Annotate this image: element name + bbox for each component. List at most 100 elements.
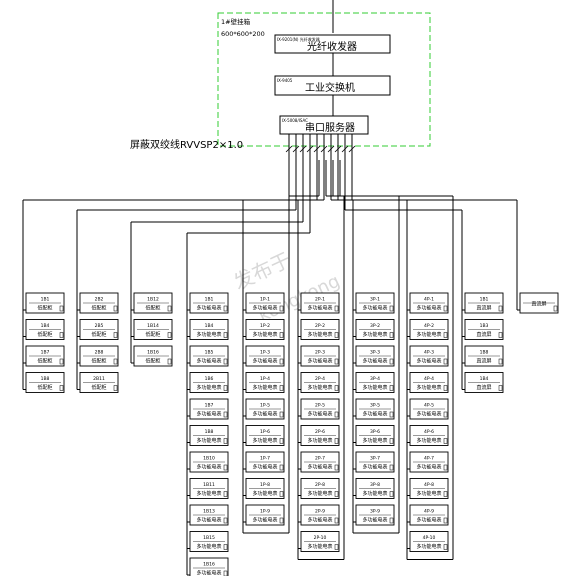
device-id: 3P-7 <box>370 456 380 462</box>
device-id: 2P-1 <box>315 297 325 303</box>
device-terminal <box>223 358 228 365</box>
device-id: 3P-8 <box>370 482 380 488</box>
device-id: 3P-3 <box>370 350 380 356</box>
device-id: 1B4 <box>205 323 214 329</box>
device-name: 多功能电表 <box>416 358 441 365</box>
device-terminal <box>334 517 339 524</box>
device-name: 低配柜 <box>37 384 52 391</box>
device-id: 1B6 <box>205 376 214 382</box>
device-terminal <box>279 491 284 497</box>
device-id: 1B8 <box>480 350 489 356</box>
device-name: 多功能电表 <box>252 305 277 312</box>
industrial-switch-model: IX-9405 <box>277 78 293 83</box>
device-id: 1B12 <box>147 297 159 303</box>
fiber-transceiver-label: 光纤收发器 <box>307 40 357 53</box>
device-id: 3P-4 <box>370 376 380 382</box>
watermark-cn: 发布于 <box>230 247 295 294</box>
cable-shield-tick <box>341 145 349 153</box>
device-terminal <box>223 544 228 550</box>
device-id: 1P-5 <box>260 403 270 409</box>
device-id: 2B5 <box>95 323 104 329</box>
device-name: 多功能电表 <box>307 411 332 418</box>
device-id: 4P-6 <box>424 429 434 435</box>
device-id: 2P-9 <box>315 509 325 515</box>
device-terminal <box>389 517 394 524</box>
device-name: 多功能电表 <box>196 490 221 497</box>
device-terminal <box>279 438 284 444</box>
device-id: 2P-6 <box>315 429 325 435</box>
device-terminal <box>223 517 228 524</box>
device-id: 3P-5 <box>370 403 380 409</box>
device-name: 多功能电表 <box>416 384 441 391</box>
device-terminal <box>167 305 172 312</box>
device-id: 4P-8 <box>424 482 434 488</box>
device-terminal <box>223 305 228 312</box>
device-name: 多功能电表 <box>416 490 441 497</box>
device-name: 多功能电表 <box>196 358 221 365</box>
device-terminal <box>113 385 118 391</box>
device-terminal <box>279 464 284 471</box>
device-id: 1B10 <box>203 456 215 462</box>
device-name: 多功能电表 <box>416 331 441 338</box>
device-id: 1B1 <box>205 297 214 303</box>
device-id: 1P-3 <box>260 350 270 356</box>
device-name: 低配柜 <box>37 358 52 365</box>
device-terminal <box>334 544 339 550</box>
device-name: 多功能电表 <box>307 490 332 497</box>
device-box <box>189 557 229 576</box>
device-terminal <box>389 385 394 391</box>
device-name: 多功能电表 <box>307 517 332 524</box>
cable-shield-tick <box>348 145 356 153</box>
device-id: 2P-3 <box>315 350 325 356</box>
device-id: 1B7 <box>205 403 214 409</box>
device-terminal <box>279 517 284 524</box>
device-name: 低配柜 <box>37 305 52 312</box>
device-id: 2P-5 <box>315 403 325 409</box>
device-name: 多功能电表 <box>196 517 221 524</box>
device-terminal <box>279 385 284 391</box>
device-terminal <box>334 305 339 312</box>
device-name: 多功能电表 <box>196 437 221 444</box>
device-terminal <box>279 305 284 312</box>
device-name: 低配柜 <box>91 358 106 365</box>
device-name: 多功能电表 <box>307 331 332 338</box>
device-id: 1B8 <box>41 376 50 382</box>
device-id: 1B4 <box>480 376 489 382</box>
device-terminal <box>389 464 394 471</box>
device-name: 多功能电表 <box>362 464 387 471</box>
device-terminal <box>443 411 448 418</box>
device-terminal <box>443 491 448 497</box>
device-terminal <box>389 332 394 338</box>
cable-shield-tick <box>334 145 342 153</box>
device-terminal <box>443 358 448 365</box>
cable-label: 屏蔽双绞线RVVSP2×1.0 <box>130 138 243 151</box>
device-id: 1B13 <box>203 509 215 515</box>
device-terminal <box>167 358 172 365</box>
device-id: 2P-4 <box>315 376 325 382</box>
device-id: 1B11 <box>203 482 215 488</box>
device-id: 1P-2 <box>260 323 270 329</box>
device-terminal <box>389 491 394 497</box>
device-name: 低配柜 <box>91 305 106 312</box>
device-id: 4P-4 <box>424 376 434 382</box>
device-id: 4P-10 <box>423 535 436 541</box>
device-name: 直流屏 <box>476 384 491 391</box>
device-terminal <box>59 305 64 312</box>
device-terminal <box>389 438 394 444</box>
device-id: 4P-3 <box>424 350 434 356</box>
device-terminal <box>223 385 228 391</box>
device-id: 1B7 <box>41 350 50 356</box>
device-name: 多功能电表 <box>252 411 277 418</box>
device-name: 多功能电表 <box>416 437 441 444</box>
device-name: 低配柜 <box>145 331 160 338</box>
device-terminal <box>389 305 394 312</box>
device-id: 1P-1 <box>260 297 270 303</box>
cable-shield-tick <box>292 145 300 153</box>
device-terminal <box>443 544 448 550</box>
device-id: 1B4 <box>41 323 50 329</box>
device-name: 多功能电表 <box>196 570 221 576</box>
cable-shield-tick <box>327 145 335 153</box>
device-name: 直流屏 <box>476 331 491 338</box>
device-name: 直流屏 <box>531 301 546 308</box>
device-terminal <box>223 570 228 576</box>
